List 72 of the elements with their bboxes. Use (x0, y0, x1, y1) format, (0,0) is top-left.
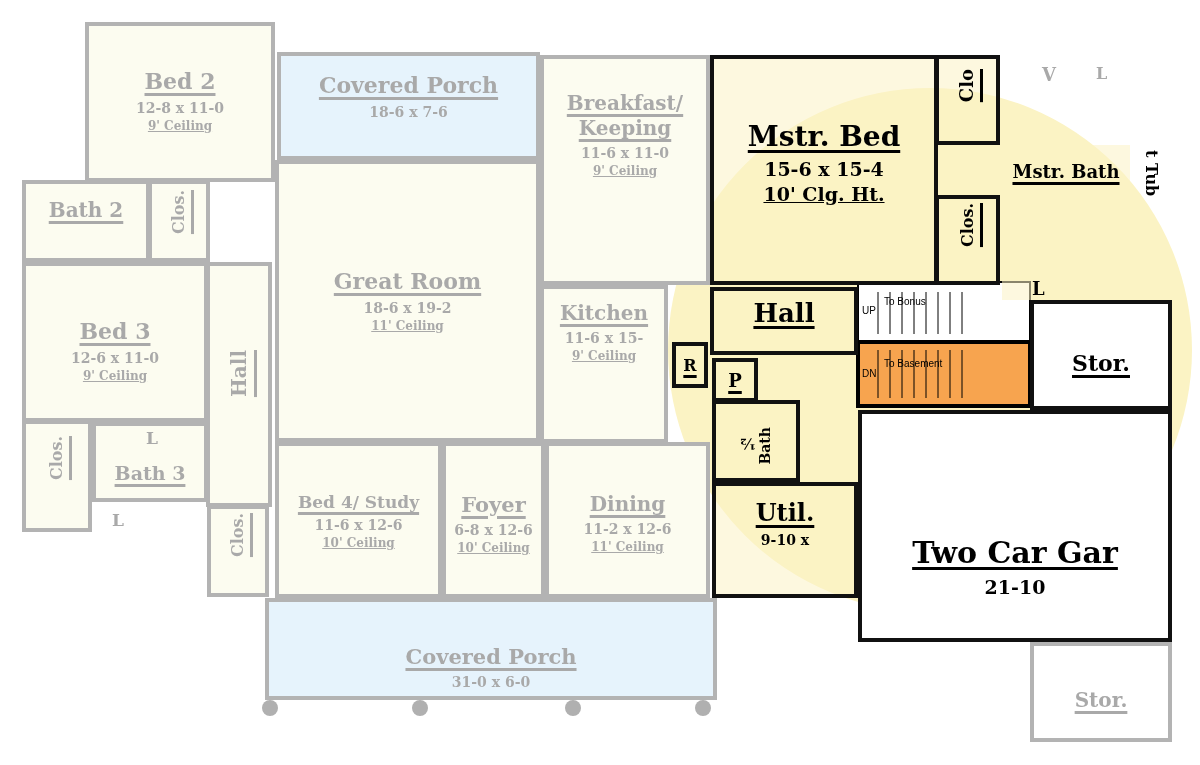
room-name: Hall (753, 297, 815, 330)
ceiling-height: 9' Ceiling (592, 164, 658, 178)
room-dimensions: 11-6 x 11-0 (580, 145, 670, 161)
room-name: Bath 3 (114, 462, 186, 486)
ceiling-height: 9' Ceiling (571, 349, 637, 363)
room-area (206, 262, 272, 507)
room-dimensions: 15-6 x 15-4 (764, 158, 884, 180)
room-dimensions: 11-2 x 12-6 (583, 521, 672, 537)
room-dimensions: 9-10 x (760, 532, 810, 548)
room-dimensions: 18-6 x 7-6 (369, 103, 448, 120)
room-name: Foyer (461, 492, 526, 519)
room-area (710, 55, 938, 285)
ceiling-height: 10' Ceiling (457, 541, 530, 556)
fixture-letter: V (1042, 64, 1056, 85)
room-area (1030, 642, 1172, 742)
room-name: ½ (738, 435, 758, 453)
stair-label: To Bonus (884, 296, 926, 307)
room-dimensions: 18-6 x 19-2 (363, 299, 452, 316)
stair-label: DN (862, 368, 877, 379)
room-name: Stor. (1074, 688, 1128, 713)
room-area (858, 410, 1172, 642)
room-name: Bed 2 (144, 68, 216, 96)
stair-label: UP (862, 305, 876, 316)
room-dimensions: 12-6 x 11-0 (70, 349, 160, 366)
room-name: Util. (755, 498, 815, 528)
room-area (207, 505, 269, 597)
room-area (935, 195, 1000, 285)
room-name: P (728, 370, 742, 393)
room-area (935, 55, 1000, 145)
ceiling-height: 11' Ceiling (371, 318, 444, 333)
room-name: Covered Porch (318, 72, 499, 100)
room-dimensions: 21-10 (984, 575, 1046, 598)
room-dimensions: 12-8 x 11-0 (135, 99, 225, 116)
fixture-letter: L (1096, 64, 1108, 83)
room-area (710, 287, 858, 355)
ceiling-height: 9' Ceiling (82, 368, 148, 383)
stair-label: To Basement (884, 358, 943, 369)
room-name: Stor. (1072, 350, 1130, 378)
room-name: Kitchen (559, 301, 649, 326)
fixture-letter: L (146, 428, 158, 448)
room-name: Mstr. Bath (1012, 161, 1120, 184)
room-name: R (683, 356, 697, 376)
room-name: Bath 2 (48, 198, 124, 223)
room-name: Dining (589, 492, 666, 517)
ceiling-height: 11' Ceiling (591, 540, 664, 554)
room-name: Great Room (333, 268, 482, 296)
room-area (1030, 300, 1172, 410)
room-area (85, 22, 275, 182)
fixture-letter: t Tub (1142, 150, 1161, 197)
room-area (672, 342, 708, 388)
room-name: Covered Porch (405, 644, 577, 671)
room-area (712, 400, 800, 482)
room-area (22, 180, 150, 262)
ceiling-height: 9' Ceiling (147, 118, 213, 133)
room-dimensions: 31-0 x 6-0 (451, 674, 531, 691)
room-dimensions: 11-6 x 12-6 (314, 517, 403, 534)
room-area (712, 358, 758, 402)
room-dimensions: 6-8 x 12-6 (454, 522, 533, 539)
fixture-letter: L (1032, 278, 1045, 299)
ceiling-height: 10' Clg. Ht. (763, 183, 885, 205)
fixture-letter: L (112, 510, 124, 530)
room-name: Breakfast/ Keeping (565, 91, 685, 141)
room-name: Clo (956, 69, 979, 103)
room-dimensions: 11-6 x 15- (564, 330, 644, 346)
porch-area (265, 598, 717, 700)
room-name: Mstr. Bed (747, 119, 901, 154)
room-name: Bed 4/ Study (297, 492, 420, 514)
ceiling-height: 10' Ceiling (322, 536, 395, 551)
room-area (22, 420, 92, 532)
room-dimensions: Bath (757, 427, 774, 465)
room-name: Bed 3 (79, 318, 151, 346)
room-name: Two Car Gar (912, 534, 1118, 572)
